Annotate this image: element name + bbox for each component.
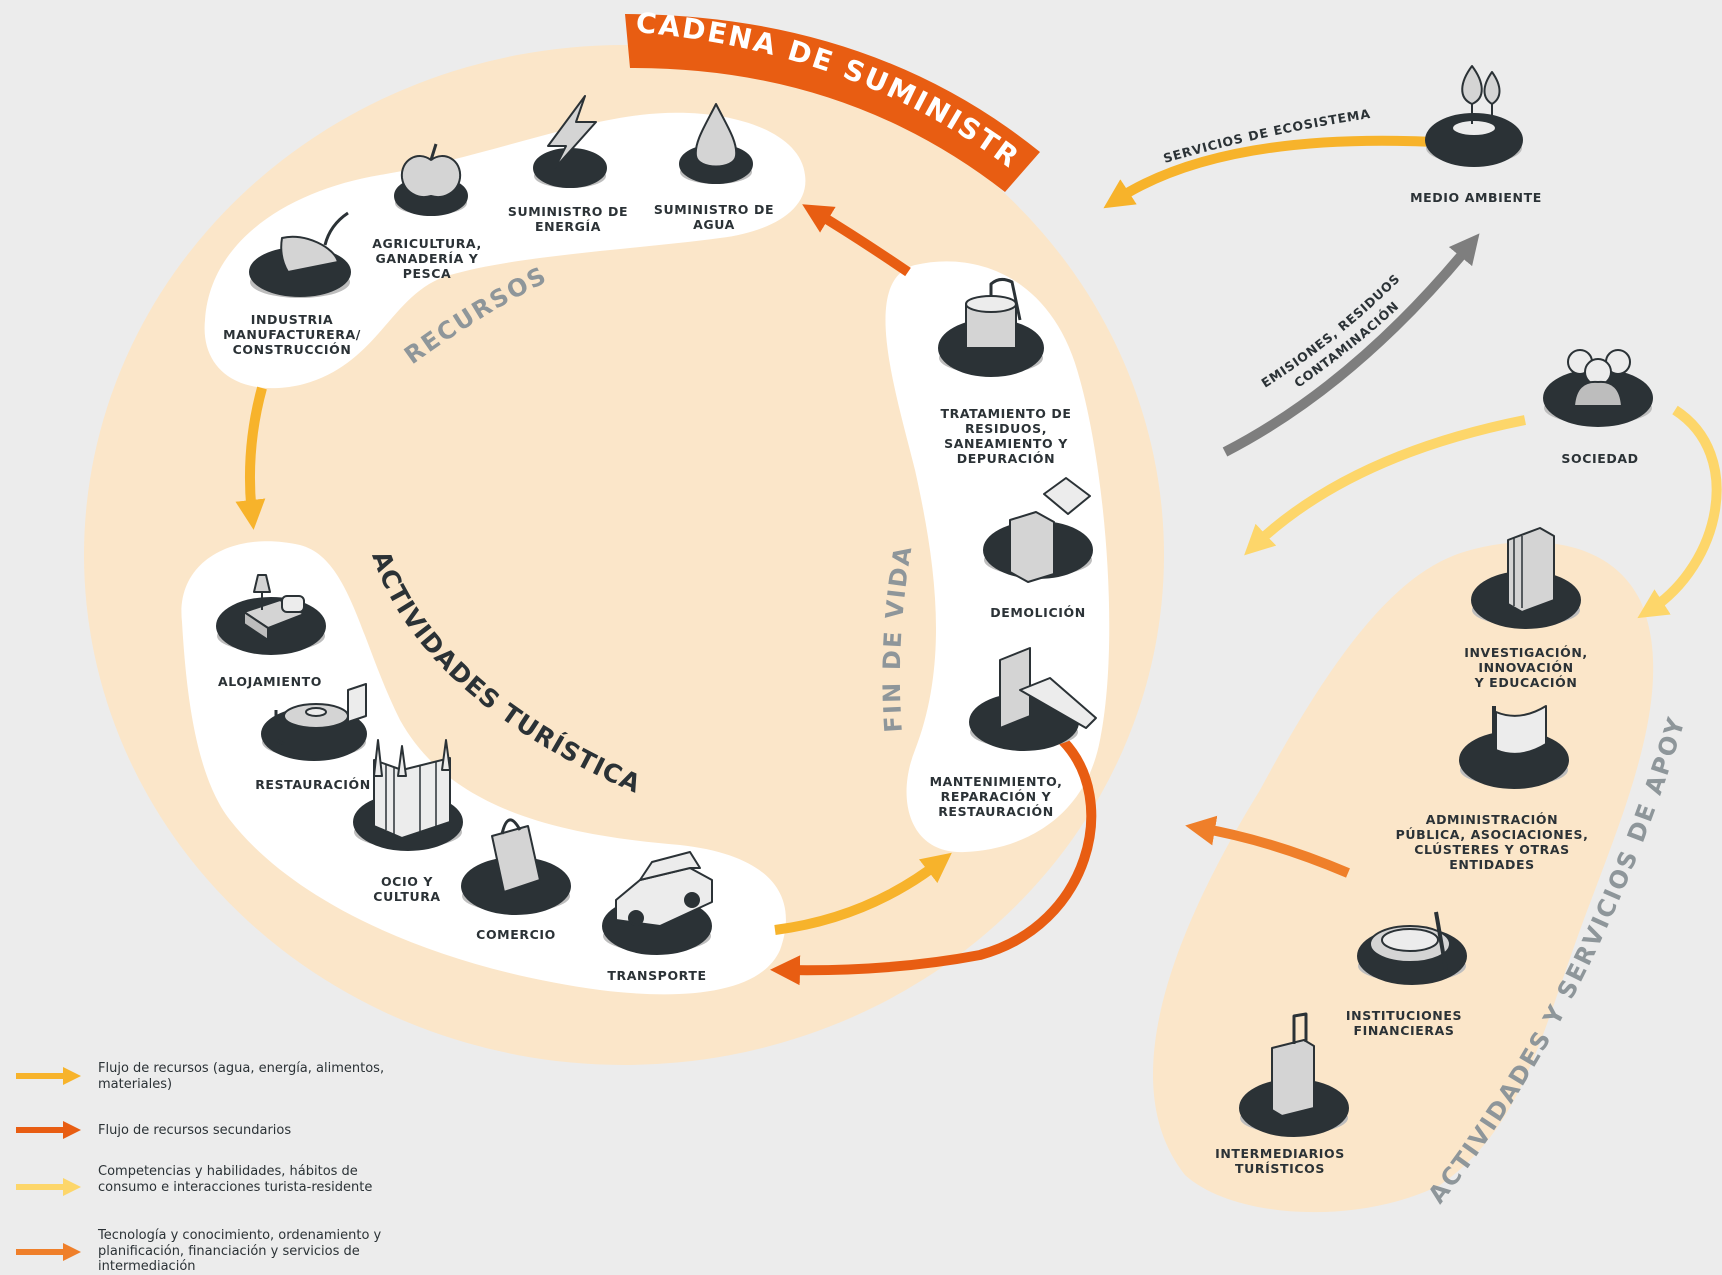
- car-icon: [602, 851, 713, 955]
- support-zone: [1153, 541, 1654, 1213]
- node-label-comercio: COMERCIO: [476, 927, 556, 942]
- node-label-agua: SUMINISTRO DE AGUA: [653, 202, 775, 232]
- node-label-alojamiento: ALOJAMIENTO: [218, 674, 322, 689]
- node-label-medio-ambiente: MEDIO AMBIENTE: [1410, 190, 1542, 205]
- arrow-society-to-circle: [1244, 415, 1526, 556]
- legend-item-secondary: Flujo de recursos secundarios: [98, 1123, 292, 1138]
- demolition-blocks-icon: [983, 477, 1093, 583]
- node-label-financieras: INSTITUCIONES FINANCIERAS: [1345, 1008, 1463, 1038]
- arrow-transport-to-eol: [774, 852, 952, 935]
- water-drop-icon: [679, 103, 753, 184]
- dining-table-icon: [261, 683, 367, 761]
- arrow-resources-to-activities: [235, 386, 267, 530]
- people-group-icon: [1543, 349, 1653, 427]
- shopping-bag-icon: [461, 818, 571, 915]
- coins-icon: [1357, 911, 1467, 985]
- arrow-eol-to-resources: [802, 204, 911, 277]
- treatment-tank-icon: [938, 277, 1044, 377]
- resources-zone: [204, 112, 806, 389]
- node-label-ocio: OCIO Y CULTURA: [373, 874, 441, 904]
- node-label-investigacion: INVESTIGACIÓN, INNOVACIÓN Y EDUCACIÓN: [1464, 645, 1588, 690]
- apple-icon: [394, 143, 468, 216]
- legend-item-resource: Flujo de recursos (agua, energía, alimen…: [98, 1061, 385, 1092]
- lightning-icon: [533, 95, 607, 188]
- arrow-maintenance-to-activities: [770, 737, 1097, 986]
- node-label-residuos: TRATAMIENTO DE RESIDUOS, SANEAMIENTO Y D…: [940, 406, 1072, 466]
- legend-swatches: [16, 1067, 81, 1261]
- flag-icon: [1459, 705, 1569, 789]
- arrow-ecosystem-services: [1103, 135, 1436, 209]
- title-banner: [625, 14, 1040, 192]
- node-label-restauracion: RESTAURACIÓN: [255, 777, 371, 792]
- cathedral-icon: [353, 739, 463, 851]
- bed-lamp-icon: [216, 574, 326, 655]
- suitcase-icon: [1239, 1012, 1349, 1137]
- node-label-agricultura: AGRICULTURA, GANADERÍA Y PESCA: [372, 236, 482, 281]
- arrow-support-to-circle: [1185, 815, 1350, 878]
- node-label-energia: SUMINISTRO DE ENERGÍA: [507, 204, 629, 234]
- trowel-icon: [249, 211, 351, 298]
- node-label-demolicion: DEMOLICIÓN: [990, 605, 1086, 620]
- books-icon: [1471, 527, 1581, 629]
- tourism-activities-zone: [181, 541, 786, 995]
- arrow-emissions: [1222, 233, 1480, 457]
- node-label-intermediarios: INTERMEDIARIOS TURÍSTICOS: [1215, 1146, 1345, 1176]
- arrow-label-servicios: SERVICIOS DE ECOSISTEMA: [1162, 106, 1372, 166]
- paint-brush-icon: [969, 647, 1097, 751]
- node-label-sociedad: SOCIEDAD: [1561, 451, 1639, 466]
- node-label-mantenimiento: MANTENIMIENTO, REPARACIÓN Y RESTAURACIÓN: [929, 774, 1063, 819]
- legend-item-technology: Tecnología y conocimiento, ordenamiento …: [98, 1228, 382, 1274]
- node-label-administracion: ADMINISTRACIÓN PÚBLICA, ASOCIACIONES, CL…: [1395, 812, 1589, 872]
- node-label-transporte: TRANSPORTE: [607, 968, 707, 983]
- trees-icon: [1425, 65, 1523, 167]
- legend-item-competencies: Competencias y habilidades, hábitos de c…: [98, 1164, 373, 1195]
- node-label-industria: INDUSTRIA MANUFACTURERA/ CONSTRUCCIÓN: [223, 312, 361, 357]
- arrow-society-to-support: [1637, 405, 1722, 619]
